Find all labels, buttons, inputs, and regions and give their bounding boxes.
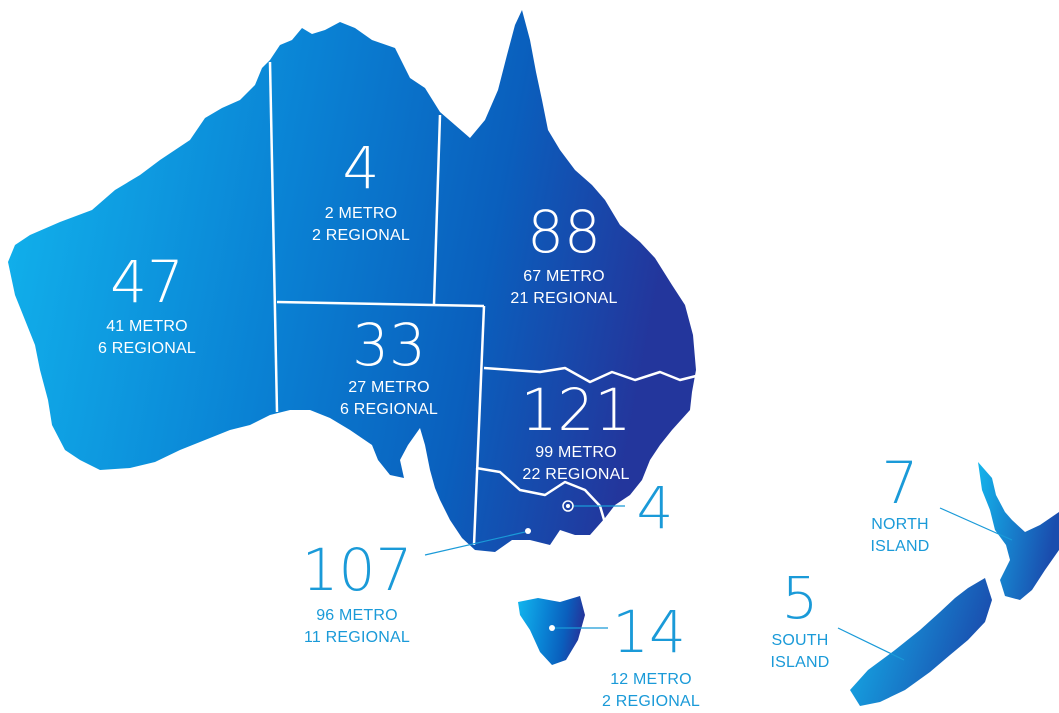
qld-count: 88 [527,198,601,266]
nt-count: 4 [343,134,380,202]
region-qld: 88 67 METRO 21 REGIONAL [510,198,617,307]
callout-line-nz-south [837,627,905,661]
state-borders [268,61,697,546]
marker-tas [549,625,555,631]
qld-metro: 67 METRO [523,268,605,285]
callout-lines [424,505,1013,661]
region-nz-north: 7 NORTH ISLAND [871,449,930,555]
wa-metro: 41 METRO [106,318,188,335]
callout-line-nz-north [939,507,1013,541]
marker-act-ring [562,500,574,512]
vic-metro: 96 METRO [316,607,398,624]
nz-north-label-2: ISLAND [871,538,930,555]
region-wa: 47 41 METRO 6 REGIONAL [98,248,196,357]
nt-regional: 2 REGIONAL [312,227,410,244]
border-nt-qld [432,114,442,305]
nz-north-label-1: NORTH [871,516,929,533]
border-nsw-vic [475,466,612,541]
nsw-count: 121 [521,376,632,444]
border-wa [268,61,279,413]
sa-regional: 6 REGIONAL [340,401,438,418]
nz-south-count: 5 [782,564,819,632]
nz-north-count: 7 [882,449,919,517]
qld-regional: 21 REGIONAL [510,290,617,307]
vic-count: 107 [302,536,413,604]
border-sa-east [472,305,486,546]
marker-vic [525,528,531,534]
nz-north-island-shape [978,462,1059,600]
tas-metro: 12 METRO [610,671,692,688]
sa-count: 33 [352,311,426,379]
nz-south-label-1: SOUTH [772,632,829,649]
nsw-metro: 99 METRO [535,444,617,461]
region-nt: 4 2 METRO 2 REGIONAL [312,134,410,244]
nz-south-island-shape [850,578,992,706]
act-count: 4 [637,474,674,542]
region-tas: 14 12 METRO 2 REGIONAL [602,598,700,710]
wa-count: 47 [110,248,184,316]
region-sa: 33 27 METRO 6 REGIONAL [340,311,438,418]
sa-metro: 27 METRO [348,379,430,396]
callout-line-vic [424,531,526,556]
australia-mainland-shape [8,10,696,552]
tas-count: 14 [612,598,686,666]
nz-south-label-2: ISLAND [771,654,830,671]
callout-markers [525,500,574,631]
region-vic: 107 96 METRO 11 REGIONAL [302,536,413,646]
region-nsw: 121 99 METRO 22 REGIONAL [521,376,632,483]
wa-regional: 6 REGIONAL [98,340,196,357]
marker-act [566,504,570,508]
region-act: 4 [637,474,674,542]
border-qld-nsw [483,366,697,384]
tas-regional: 2 REGIONAL [602,693,700,710]
border-nt-sa [276,300,485,308]
nsw-regional: 22 REGIONAL [522,466,629,483]
vic-regional: 11 REGIONAL [304,629,410,646]
nt-metro: 2 METRO [325,205,398,222]
region-nz-south: 5 SOUTH ISLAND [771,564,830,671]
